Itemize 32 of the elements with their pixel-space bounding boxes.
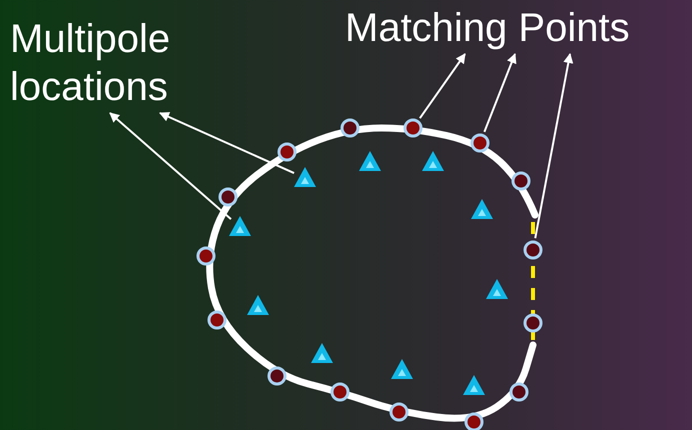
matching-point bbox=[328, 380, 352, 404]
multipole-marker bbox=[246, 294, 270, 318]
leader-arrow bbox=[159, 112, 294, 174]
matching-point bbox=[509, 169, 533, 193]
matching-point bbox=[265, 364, 289, 388]
matching-point bbox=[507, 380, 531, 404]
matching-point bbox=[387, 400, 411, 424]
matching-point bbox=[521, 311, 545, 335]
multipole-marker bbox=[293, 166, 317, 190]
leader-arrow bbox=[483, 53, 516, 132]
matching-point bbox=[521, 238, 545, 262]
leader-arrow bbox=[109, 112, 232, 220]
matching-point bbox=[194, 244, 218, 268]
callout-label: Multipole locations bbox=[10, 15, 210, 111]
leader-arrow bbox=[534, 53, 574, 238]
leader-arrow bbox=[419, 53, 466, 119]
multipole-marker bbox=[390, 358, 414, 382]
matching-point bbox=[205, 308, 229, 332]
matching-point bbox=[401, 116, 425, 140]
matching-point bbox=[338, 116, 362, 140]
multipole-marker bbox=[358, 150, 382, 174]
matching-point bbox=[462, 410, 486, 430]
multipole-marker bbox=[228, 215, 252, 239]
multipole-marker bbox=[462, 374, 486, 398]
matching-point bbox=[216, 185, 240, 209]
multipole-marker bbox=[421, 150, 445, 174]
callout-label: Matching Points bbox=[345, 4, 685, 52]
matching-point bbox=[468, 131, 492, 155]
multipole-marker bbox=[470, 198, 494, 222]
multipole-marker bbox=[310, 342, 334, 366]
matching-point bbox=[275, 140, 299, 164]
multipole-marker bbox=[485, 278, 509, 302]
